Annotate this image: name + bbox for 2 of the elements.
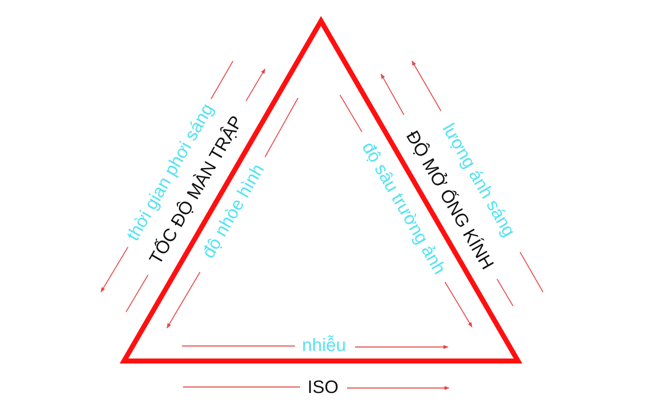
setting-label: ISO: [308, 378, 338, 396]
effect-label: nhiễu: [302, 336, 346, 354]
